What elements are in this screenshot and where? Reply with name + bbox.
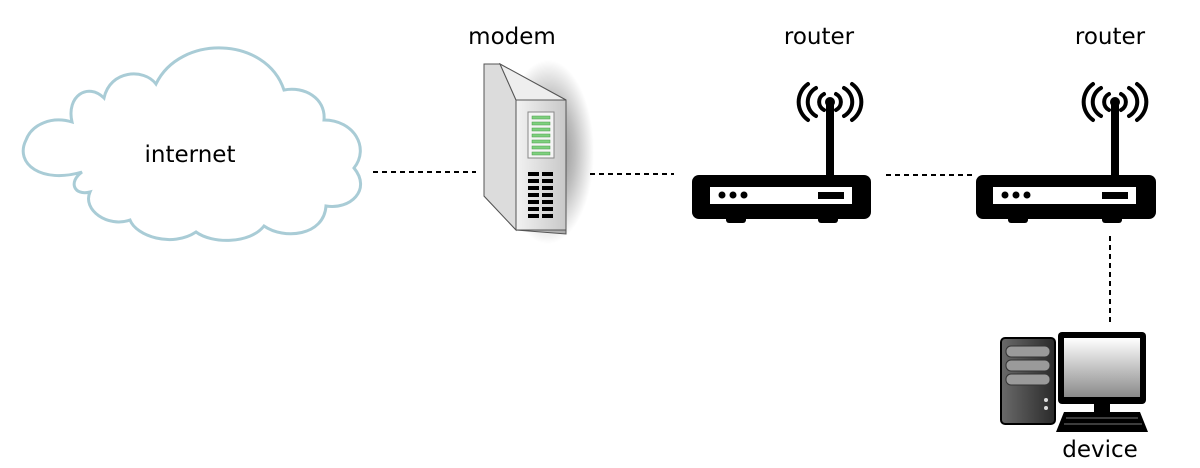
computer-icon bbox=[1000, 332, 1148, 432]
router-icon bbox=[976, 82, 1156, 223]
internet-node: internet bbox=[21, 46, 362, 242]
device-node: device bbox=[1000, 332, 1148, 463]
router-2-label: router bbox=[1075, 24, 1146, 50]
router-1-label: router bbox=[784, 24, 855, 50]
router-1-node: router bbox=[692, 24, 871, 223]
modem-icon bbox=[483, 62, 567, 235]
cloud-icon bbox=[21, 46, 362, 242]
router-2-node: router bbox=[976, 24, 1156, 223]
modem-node: modem bbox=[468, 24, 594, 244]
links bbox=[373, 171, 1111, 322]
device-label: device bbox=[1062, 437, 1138, 463]
internet-label: internet bbox=[145, 142, 236, 168]
router-icon bbox=[692, 82, 871, 223]
modem-label: modem bbox=[468, 24, 556, 50]
wifi-signal-icon bbox=[796, 82, 864, 122]
wifi-signal-icon bbox=[1081, 82, 1149, 122]
